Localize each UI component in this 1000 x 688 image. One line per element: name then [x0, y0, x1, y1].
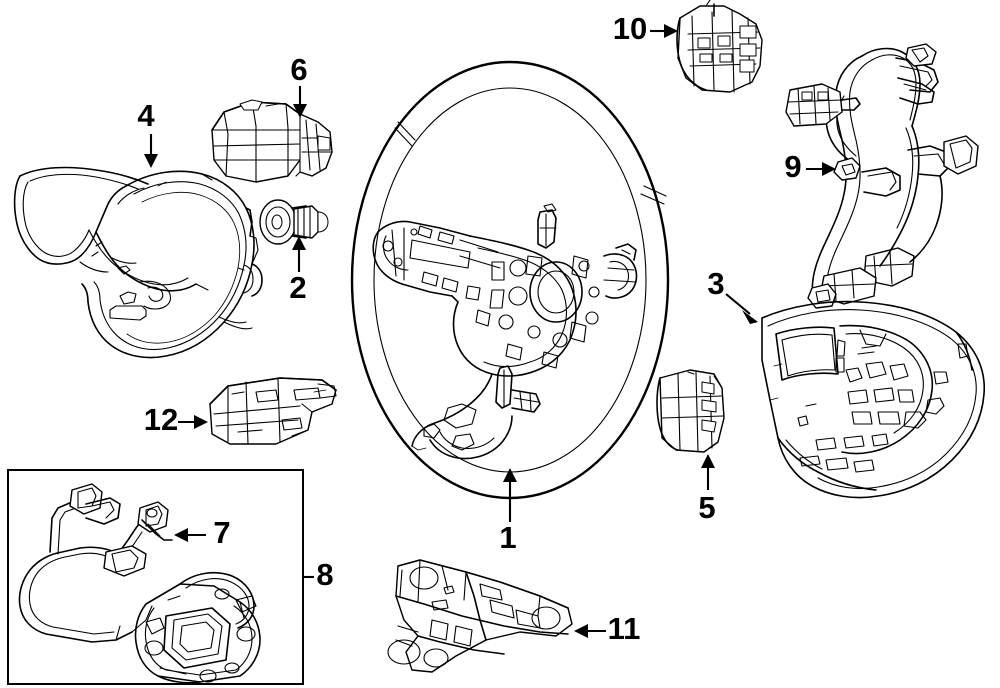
- part-2-mounting-bolt: [259, 199, 329, 245]
- part-8-paddle-shifter-body: [134, 571, 261, 684]
- callout-12: 12: [144, 402, 208, 437]
- callout-2: 2: [289, 236, 307, 305]
- callout-8-label: 8: [316, 557, 333, 592]
- callout-5-label: 5: [698, 490, 715, 525]
- callout-5: 5: [698, 454, 716, 525]
- part-10-upper-switch-module: [676, 0, 763, 93]
- callout-3-label: 3: [707, 266, 724, 301]
- callout-1: 1: [499, 468, 517, 555]
- part-1-steering-wheel-assembly: [350, 60, 670, 500]
- callout-11: 11: [574, 611, 640, 646]
- callout-2-label: 2: [289, 270, 306, 305]
- callout-4-label: 4: [137, 98, 155, 133]
- part-7-shift-paddle: [18, 483, 173, 643]
- callout-3: 3: [707, 266, 758, 324]
- callout-8: 8: [303, 557, 334, 592]
- callout-12-label: 12: [144, 402, 178, 437]
- callout-6-label: 6: [290, 52, 307, 87]
- part-12-retainer-clip-bracket: [209, 377, 337, 445]
- callout-9-label: 9: [784, 149, 801, 184]
- callout-10: 10: [613, 11, 678, 46]
- callout-6: 6: [290, 52, 308, 118]
- part-6-left-switch-module: [211, 99, 333, 183]
- callout-7: 7: [174, 515, 231, 550]
- callout-1-label: 1: [499, 520, 516, 555]
- part-11-steering-angle-sensor-bracket: [387, 559, 573, 673]
- callout-9: 9: [784, 149, 836, 184]
- part-9-wire-harness: [785, 43, 979, 309]
- part-5-right-switch-module: [656, 369, 725, 453]
- callout-11-label: 11: [608, 611, 641, 646]
- callout-10-label: 10: [613, 11, 647, 46]
- callout-4: 4: [137, 98, 158, 168]
- callout-7-label: 7: [213, 515, 230, 550]
- part-3-lower-trim-cover: [761, 300, 986, 499]
- part-4-airbag-bezel-cover: [13, 166, 263, 359]
